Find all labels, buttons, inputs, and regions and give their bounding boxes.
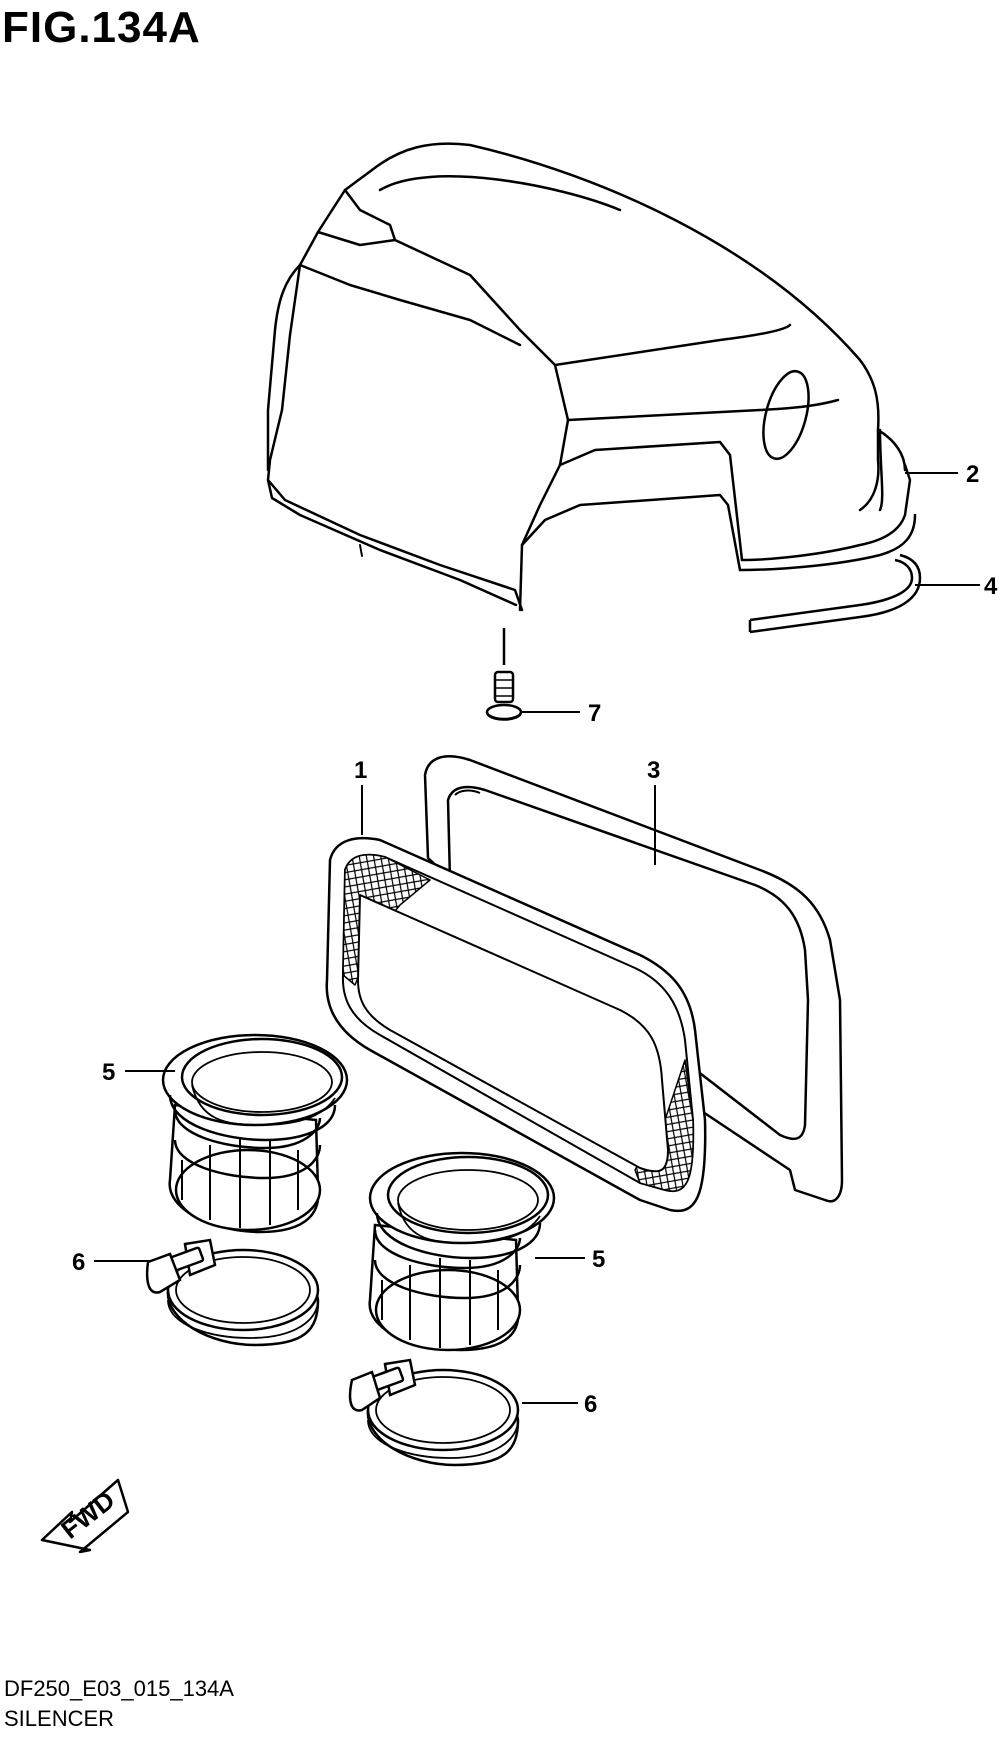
callout-part-3: 3 xyxy=(647,757,660,784)
screw-bolt xyxy=(485,628,523,721)
drawing-code: DF250_E03_015_134A xyxy=(4,1676,234,1701)
section-name: SILENCER xyxy=(4,1706,115,1731)
intake-funnel-left xyxy=(161,1033,349,1234)
callout-part-5-left: 5 xyxy=(102,1059,115,1086)
callout-part-4: 4 xyxy=(984,573,998,600)
figure-title: FIG.134A xyxy=(2,3,201,52)
hose-clamp-left xyxy=(145,1238,320,1347)
callout-part-7: 7 xyxy=(588,700,601,727)
callout-part-6-left: 6 xyxy=(72,1249,85,1276)
silencer-cover xyxy=(266,142,917,612)
seal-strip xyxy=(748,553,922,634)
callout-part-6-right: 6 xyxy=(584,1391,597,1418)
intake-funnel-right xyxy=(368,1151,556,1352)
fwd-direction-arrow: FWD xyxy=(40,1478,130,1554)
callout-part-1: 1 xyxy=(354,757,367,784)
callout-part-5-right: 5 xyxy=(592,1246,605,1273)
filter-element xyxy=(325,836,707,1213)
hose-clamp-right xyxy=(348,1358,520,1467)
callout-part-2: 2 xyxy=(966,461,979,488)
leader-lines xyxy=(94,472,980,1404)
